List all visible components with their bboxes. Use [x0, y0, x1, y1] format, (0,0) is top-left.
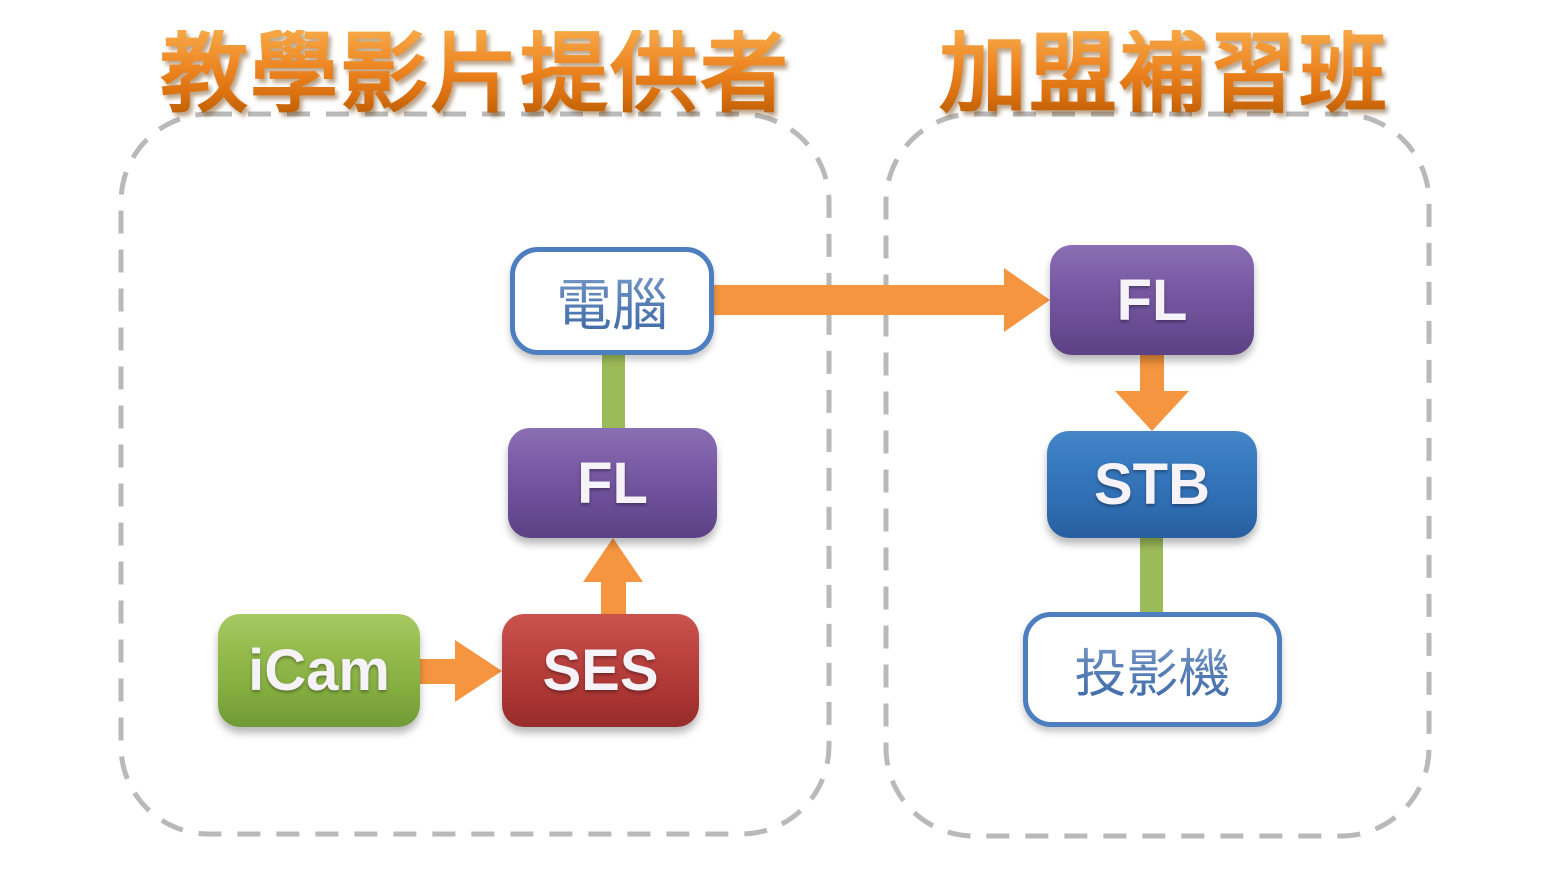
- node-stb-label: STB: [1094, 452, 1210, 517]
- node-fl-provider: FL: [508, 428, 717, 538]
- arrow-computer-to-fl-shaft: [712, 285, 1006, 315]
- arrow-ses-to-fl-head: [583, 538, 643, 582]
- arrow-computer-to-fl-head: [1004, 268, 1050, 332]
- node-fl-franchise: FL: [1050, 245, 1254, 355]
- node-ses: SES: [502, 614, 699, 727]
- node-computer-label: 電腦: [556, 261, 668, 342]
- connector-stb-projector-green-line: [1140, 533, 1163, 618]
- node-icam: iCam: [218, 614, 420, 727]
- node-projector: 投影機: [1023, 612, 1282, 727]
- node-stb: STB: [1047, 431, 1257, 538]
- node-ses-label: SES: [542, 638, 659, 703]
- node-computer: 電腦: [510, 247, 714, 355]
- provider-group-title: 教學影片提供者: [120, 30, 830, 118]
- node-projector-label: 投影機: [1074, 632, 1230, 707]
- franchise-group-title: 加盟補習班: [900, 30, 1428, 118]
- connector-computer-fl-green-line: [602, 350, 625, 434]
- arrow-icam-to-ses-head: [455, 640, 502, 702]
- node-fl-provider-label: FL: [577, 450, 648, 516]
- arrow-ses-to-fl-shaft: [601, 578, 626, 616]
- arrow-fl-to-stb-shaft: [1140, 355, 1164, 393]
- provider-group-border: [118, 111, 832, 837]
- node-icam-label: iCam: [248, 638, 390, 703]
- node-fl-franchise-label: FL: [1116, 267, 1188, 333]
- arrow-fl-to-stb-head: [1115, 391, 1189, 431]
